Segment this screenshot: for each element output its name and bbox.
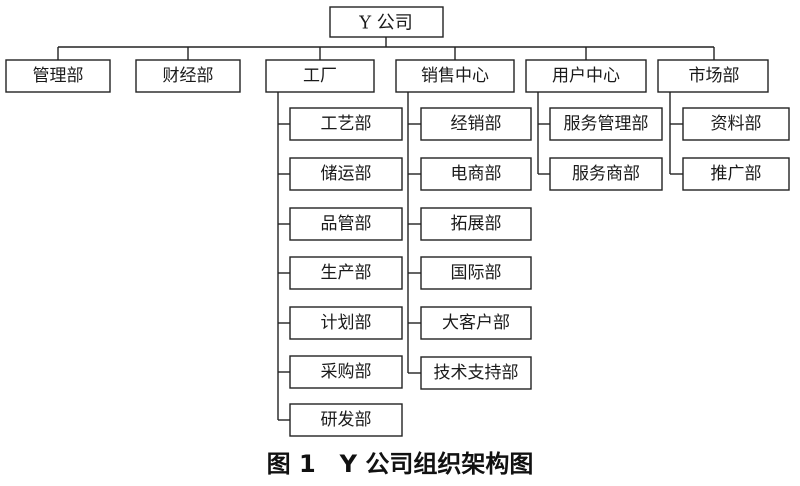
- subdept-label: 大客户部: [442, 313, 510, 333]
- dept-管理部: 管理部: [5, 59, 111, 93]
- subdept-box: 电商部: [420, 157, 532, 191]
- subdept-label: 服务商部: [572, 164, 640, 184]
- dept-label: 财经部: [163, 66, 214, 86]
- subdept-label: 采购部: [321, 362, 372, 382]
- subdept-box: 采购部: [289, 355, 403, 389]
- dept-市场部: 市场部: [657, 59, 769, 93]
- subdept-label: 计划部: [321, 313, 372, 333]
- subdept-label: 生产部: [321, 263, 372, 283]
- subdept-label: 研发部: [321, 410, 372, 430]
- dept-label: 工厂: [303, 66, 337, 86]
- dept-财经部: 财经部: [135, 59, 241, 93]
- subdept-label: 品管部: [321, 214, 372, 234]
- subdept-box: 国际部: [420, 256, 532, 290]
- subdept-label: 推广部: [711, 164, 762, 184]
- dept-label: 市场部: [689, 66, 740, 86]
- subdept-label: 经销部: [451, 114, 502, 134]
- dept-label: 用户中心: [552, 66, 620, 86]
- subdept-box: 大客户部: [420, 306, 532, 340]
- dept-label: 销售中心: [421, 66, 489, 86]
- subdept-box: 储运部: [289, 157, 403, 191]
- subdept-box: 研发部: [289, 403, 403, 437]
- subdept-box: 拓展部: [420, 207, 532, 241]
- subdept-label: 储运部: [321, 164, 372, 184]
- subdept-box: 资料部: [682, 107, 790, 141]
- dept-销售中心: 销售中心: [395, 59, 515, 93]
- subdept-label: 技术支持部: [434, 363, 519, 383]
- subdept-box: 生产部: [289, 256, 403, 290]
- subdept-label: 国际部: [451, 263, 502, 283]
- figure-caption: 图 1 Y 公司组织架构图: [267, 450, 534, 478]
- root-label: Y 公司: [358, 13, 413, 34]
- subdept-box: 计划部: [289, 306, 403, 340]
- subdept-label: 资料部: [711, 114, 762, 134]
- subdept-box: 技术支持部: [420, 356, 532, 390]
- subdept-box: 服务管理部: [549, 107, 663, 141]
- dept-工厂: 工厂: [265, 59, 375, 93]
- subdept-box: 推广部: [682, 157, 790, 191]
- subdept-label: 服务管理部: [564, 114, 649, 134]
- subdept-label: 工艺部: [321, 114, 372, 134]
- subdept-box: 服务商部: [549, 157, 663, 191]
- dept-用户中心: 用户中心: [525, 59, 647, 93]
- subdept-label: 拓展部: [451, 214, 502, 234]
- subdept-box: 品管部: [289, 207, 403, 241]
- connectors: [57, 37, 715, 421]
- root-node: Y 公司: [329, 6, 444, 38]
- subdept-label: 电商部: [451, 164, 502, 184]
- dept-label: 管理部: [33, 66, 84, 86]
- subdept-box: 经销部: [420, 107, 532, 141]
- subdept-box: 工艺部: [289, 107, 403, 141]
